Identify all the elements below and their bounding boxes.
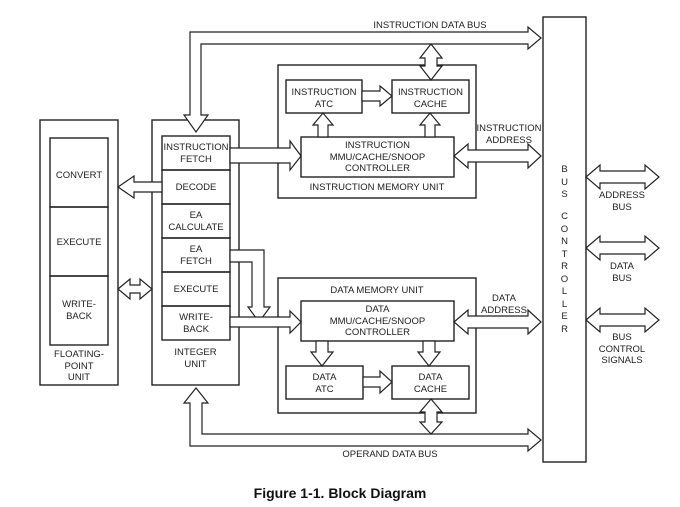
integer-unit-title: INTEGER UNIT [174,347,217,370]
writeback-to-dcontroller-arrow [229,309,302,335]
bus-control-signals-label: BUS CONTROL SIGNALS [598,332,646,366]
iu-stage-ea-calculate: EA CALCULATE [168,210,224,233]
fpu-stage-writeback-box [49,275,109,346]
fpu-title: FLOATING- POINT UNIT [54,349,104,383]
data-memory-unit-box [277,277,477,414]
iu-stage-instruction-fetch: INSTRUCTION FETCH [163,142,229,165]
operand-data-bus-label: OPERAND DATA BUS [342,449,438,460]
instruction-memory-unit-title: INSTRUCTION MEMORY UNIT [309,182,445,193]
iu-stage-execute: EXECUTE [173,284,219,295]
icache-bus-double-arrow [418,43,444,81]
instruction-atc-label: INSTRUCTION ATC [291,87,357,110]
decode-to-fpu-arrow [116,174,163,200]
address-bus-label: ADDRESS BUS [599,190,645,213]
icontroller-to-iatc-arrow [311,112,335,138]
iu-stage-ea-fetch: EA FETCH [180,244,212,267]
fpu-stage-convert: CONVERT [55,170,103,181]
fetch-to-icontroller-arrow [229,139,302,172]
fpu-iu-double-arrow [117,277,153,301]
dcache-bus-double-arrow [418,398,444,435]
bus-control-signals-arrow [585,306,660,334]
fpu-stage-execute: EXECUTE [56,237,102,248]
fpu-box [39,119,119,386]
data-cache-label: DATA CACHE [413,372,448,395]
dcontroller-to-datc-arrow [309,340,335,367]
data-memory-unit-title: DATA MEMORY UNIT [330,285,424,296]
data-address-label: DATA ADDRESS [481,293,527,316]
data-bus-arrow [585,234,660,262]
data-address-double-arrow [453,308,542,336]
instruction-address-label: INSTRUCTION ADDRESS [476,123,542,146]
instruction-data-bus-arrow [182,25,542,134]
iu-stage-writeback: WRITE- BACK [179,312,213,335]
bus-controller-label-controller: C O N T R O L L E R [560,211,569,335]
operand-data-bus-arrow [182,387,542,453]
data-controller-box [300,300,455,342]
icontroller-to-icache-arrow [418,112,442,138]
fpu-stage-writeback: WRITE- BACK [62,299,96,322]
ea-fetch-arrow [229,249,272,324]
instruction-cache-label: INSTRUCTION CACHE [398,87,463,110]
bus-controller-box [542,16,587,463]
instruction-memory-unit-box [277,64,477,199]
iatc-to-icache-arrow [361,84,393,108]
dcontroller-to-dcache-arrow [416,340,442,367]
address-bus-arrow [585,163,660,191]
datc-to-dcache-arrow [362,369,393,395]
instruction-controller-label: INSTRUCTION MMU/CACHE/SNOOP CONTROLLER [329,140,426,174]
instruction-data-bus-label: INSTRUCTION DATA BUS [373,20,487,31]
instruction-address-double-arrow [453,142,542,170]
data-atc-label: DATA ATC [312,372,337,395]
instruction-controller-box [300,136,455,178]
bus-controller-label-bus: B U S [561,164,568,200]
data-controller-label: DATA MMU/CACHE/SNOOP CONTROLLER [329,304,426,338]
iu-stage-decode: DECODE [175,182,217,193]
data-bus-label: DATA BUS [610,261,634,284]
figure-caption: Figure 1-1. Block Diagram [253,485,427,501]
